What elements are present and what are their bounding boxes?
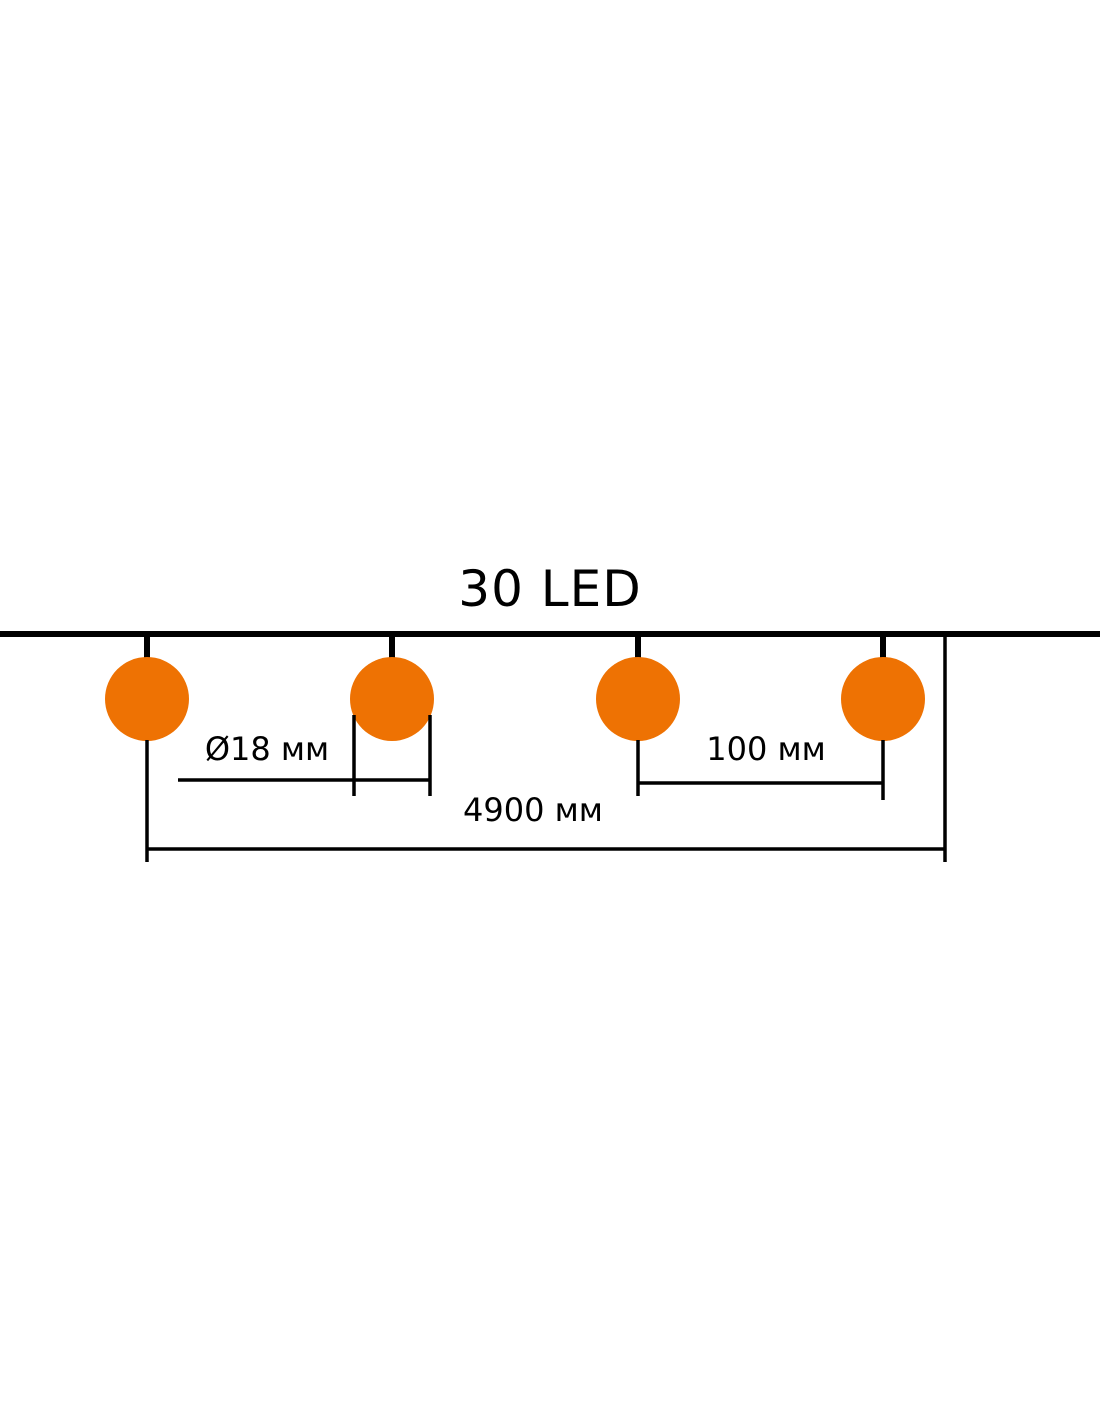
led-bulb-3 bbox=[596, 657, 680, 741]
total-length-label: 4900 мм bbox=[463, 791, 603, 829]
led-bulb-4 bbox=[841, 657, 925, 741]
led-bulb-1 bbox=[105, 657, 189, 741]
diameter-label: Ø18 мм bbox=[205, 730, 329, 768]
diagram-title: 30 LED bbox=[458, 560, 641, 618]
spacing-label: 100 мм bbox=[706, 730, 826, 768]
led-bulb-2 bbox=[350, 657, 434, 741]
